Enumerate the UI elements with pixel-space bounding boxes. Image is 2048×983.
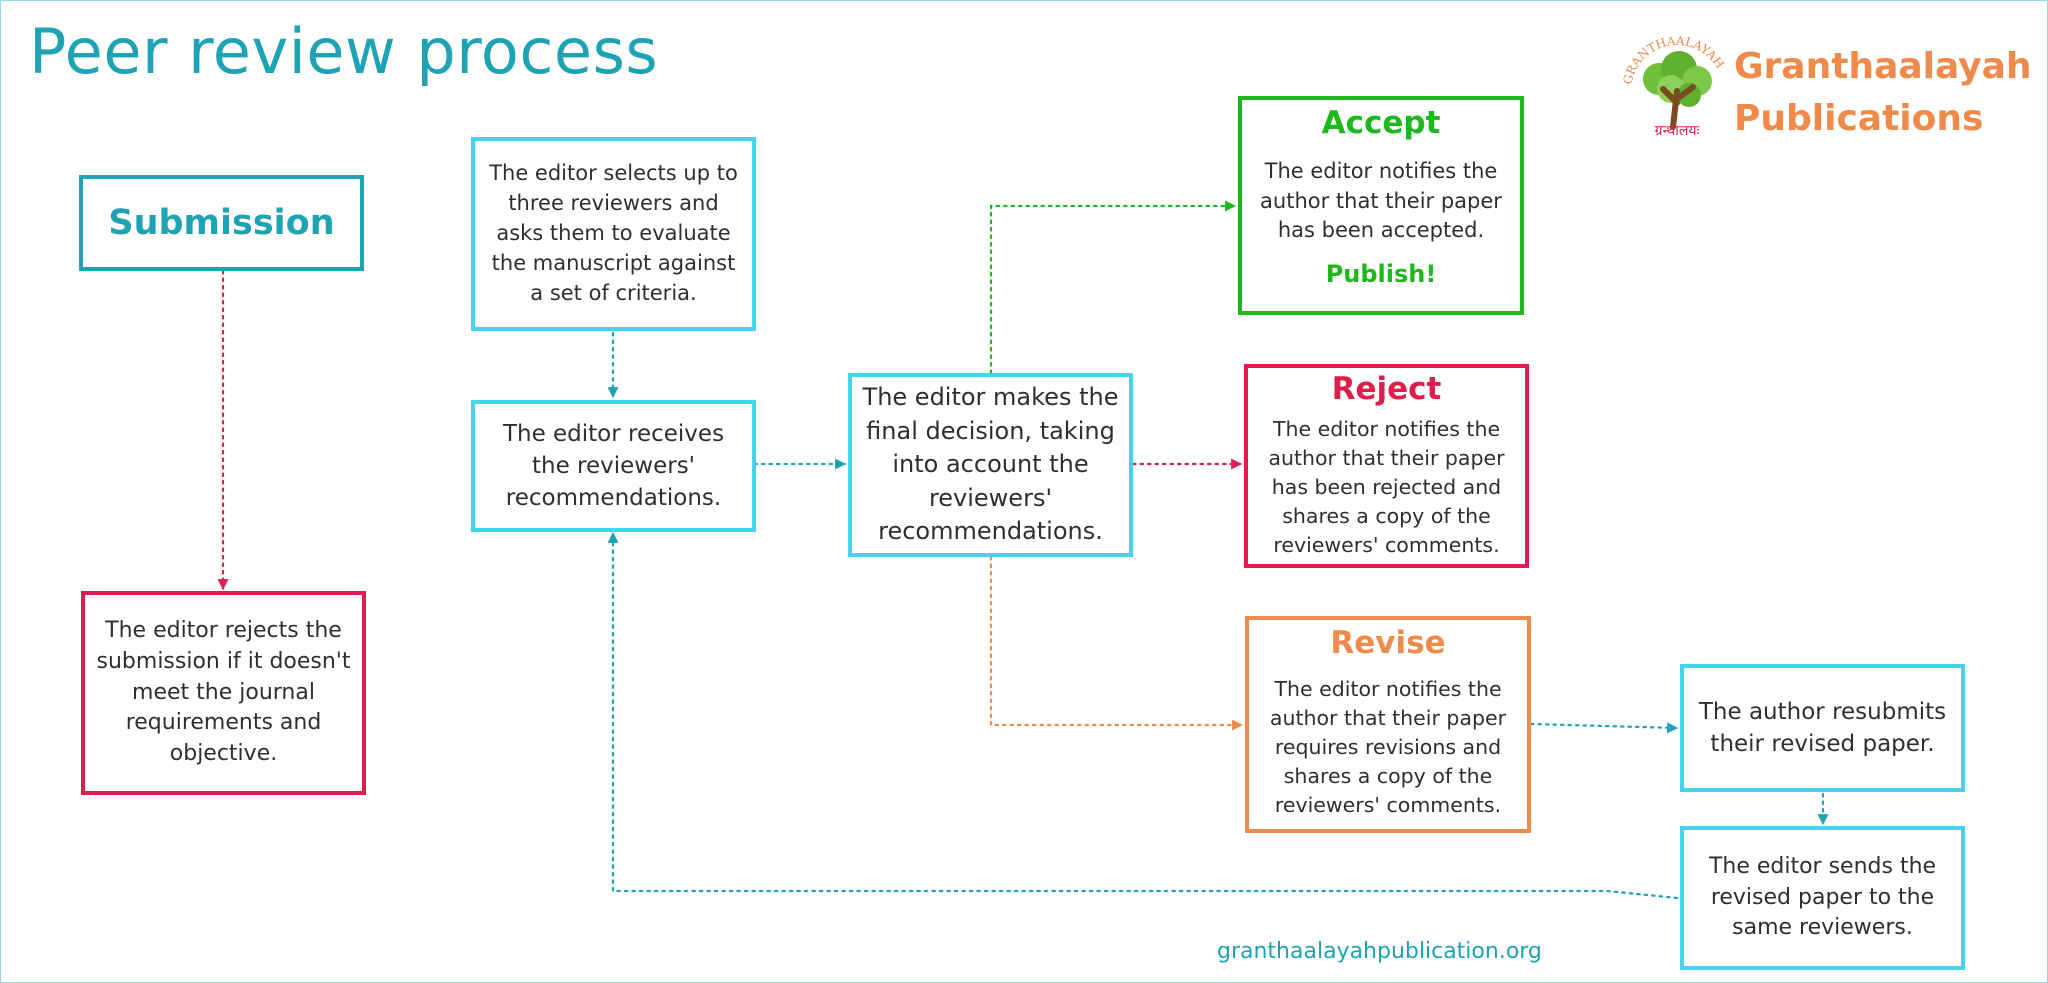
- tree-logo-icon: GRANTHAALAYAH ग्रन्थालयः: [1621, 34, 1727, 139]
- submission-box: Submission: [79, 175, 364, 271]
- publish-label: Publish!: [1325, 260, 1437, 289]
- reject-text: The editor notifies the author that thei…: [1268, 416, 1505, 558]
- revise-heading: Revise: [1330, 625, 1446, 661]
- editor-rejects-box: The editor rejects the submission if it …: [81, 591, 366, 795]
- accept-heading: Accept: [1321, 105, 1441, 141]
- page-title: Peer review process: [29, 15, 659, 88]
- revise-box: Revise The editor notifies the author th…: [1245, 616, 1531, 833]
- revise-text: The editor notifies the author that thei…: [1269, 676, 1507, 818]
- final-decision-box: The editor makes the final decision, tak…: [848, 373, 1133, 557]
- arrow-revise-to-resubmits: [1529, 722, 1679, 734]
- receives-recommendations-text: The editor receives the reviewers' recom…: [502, 420, 725, 512]
- submission-label: Submission: [108, 203, 335, 243]
- sends-revised-text: The editor sends the revised paper to th…: [1708, 853, 1937, 941]
- editor-rejects-text: The editor rejects the submission if it …: [96, 618, 351, 767]
- resubmits-text: The author resubmits their revised paper…: [1698, 698, 1947, 757]
- brand-name: Granthaalayah Publications: [1734, 41, 2032, 145]
- reject-heading: Reject: [1331, 371, 1442, 407]
- reject-box: Reject The editor notifies the author th…: [1244, 364, 1529, 568]
- accept-text: The editor notifies the author that thei…: [1260, 158, 1502, 243]
- receives-recommendations-box: The editor receives the reviewers' recom…: [471, 400, 756, 532]
- select-reviewers-box: The editor selects up to three reviewers…: [471, 137, 756, 331]
- logo-script-text: ग्रन्थालयः: [1655, 123, 1701, 139]
- arrow-decision-to-accept: [989, 200, 1237, 375]
- sends-revised-box: The editor sends the revised paper to th…: [1680, 826, 1965, 970]
- resubmits-box: The author resubmits their revised paper…: [1680, 664, 1965, 792]
- brand-line-2: Publications: [1734, 98, 1984, 140]
- brand-line-1: Granthaalayah: [1734, 46, 2032, 87]
- arrow-decision-to-revise: [989, 555, 1244, 731]
- footer-url: granthaalayahpublication.org: [1217, 939, 1542, 964]
- select-reviewers-text: The editor selects up to three reviewers…: [489, 161, 738, 305]
- accept-box: Accept The editor notifies the author th…: [1238, 96, 1524, 315]
- final-decision-text: The editor makes the final decision, tak…: [862, 383, 1119, 546]
